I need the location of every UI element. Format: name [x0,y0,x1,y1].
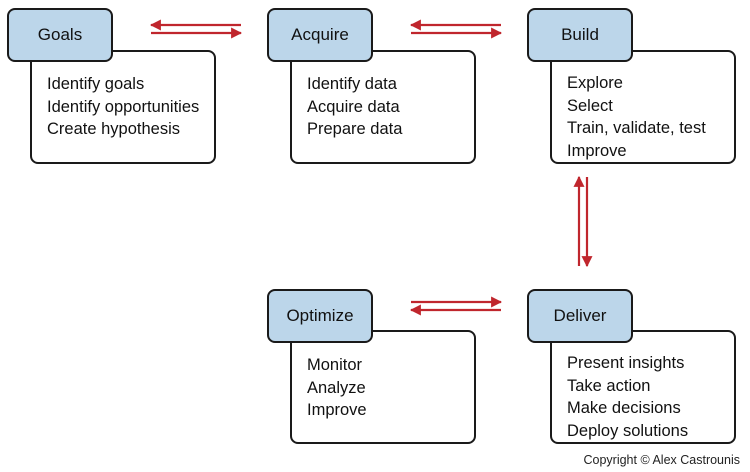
build-list: Explore Select Train, validate, test Imp… [552,52,734,162]
optimize-list: Monitor Analyze Improve [292,332,474,422]
goals-card: Identify goals Identify opportunities Cr… [30,50,216,164]
deliver-item: Make decisions [567,399,681,417]
deliver-item: Deploy solutions [567,421,689,440]
optimize-item: Improve [307,401,367,419]
build-item: Explore [567,74,623,92]
goals-header: Goals [7,8,113,62]
build-item: Improve [567,141,627,160]
deliver-item: Present insights [567,354,685,372]
optimize-item: Monitor [307,356,363,374]
deliver-list: Present insights Take action Make decisi… [552,332,734,442]
acquire-item: Acquire data [307,97,400,116]
build-item: Train, validate, test [567,119,706,137]
copyright-notice: Copyright © Alex Castrounis [583,453,740,467]
acquire-header: Acquire [267,8,373,62]
goals-item: Identify opportunities [47,97,200,116]
build-item: Select [567,96,613,115]
acquire-item: Identify data [307,75,397,93]
goals-item: Identify goals [47,75,145,93]
optimize-item: Analyze [307,378,366,397]
deliver-item: Take action [567,376,651,395]
deliver-header: Deliver [527,289,633,343]
acquire-list: Identify data Acquire data Prepare data [292,52,474,141]
deliver-card: Present insights Take action Make decisi… [550,330,736,444]
goals-list: Identify goals Identify opportunities Cr… [32,52,214,141]
optimize-card: Monitor Analyze Improve [290,330,476,444]
build-card: Explore Select Train, validate, test Imp… [550,50,736,164]
acquire-card: Identify data Acquire data Prepare data [290,50,476,164]
goals-item: Create hypothesis [47,120,180,138]
build-header: Build [527,8,633,62]
acquire-item: Prepare data [307,120,403,138]
optimize-header: Optimize [267,289,373,343]
